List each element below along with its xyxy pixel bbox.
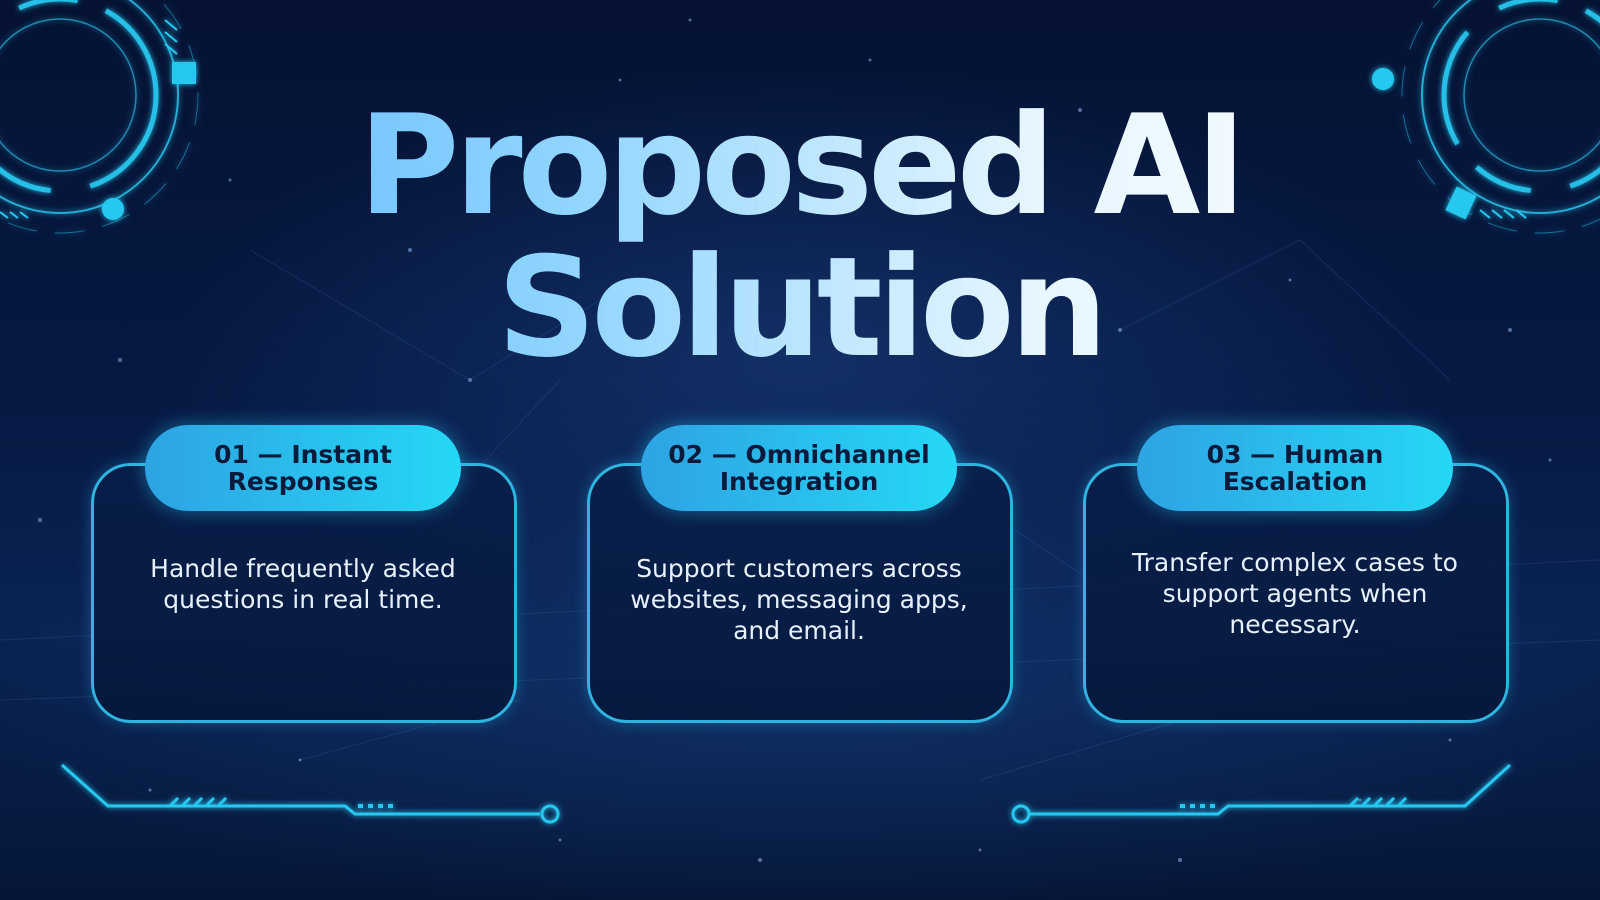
slide-title-line-1: Proposed AI (358, 85, 1242, 246)
card-description: Support customers across websites, messa… (630, 554, 968, 645)
solution-card-omnichannel-integration: 02 — Omnichannel Integration Support cus… (587, 425, 1013, 723)
circuit-line-icon (61, 763, 560, 824)
slide-title: Proposed AI Solution (0, 95, 1600, 379)
card-heading-badge: 01 — Instant Responses (145, 425, 461, 511)
solution-card-instant-responses: 01 — Instant Responses Handle frequently… (91, 425, 517, 723)
circuit-line-icon (1011, 763, 1512, 824)
slide-title-line-2: Solution (496, 227, 1104, 388)
card-description: Handle frequently asked questions in rea… (150, 554, 456, 614)
card-heading-badge: 02 — Omnichannel Integration (641, 425, 957, 511)
card-heading-badge: 03 — Human Escalation (1137, 425, 1453, 511)
solution-card-human-escalation: 03 — Human Escalation Transfer complex c… (1083, 425, 1509, 723)
card-description: Transfer complex cases to support agents… (1132, 548, 1458, 639)
